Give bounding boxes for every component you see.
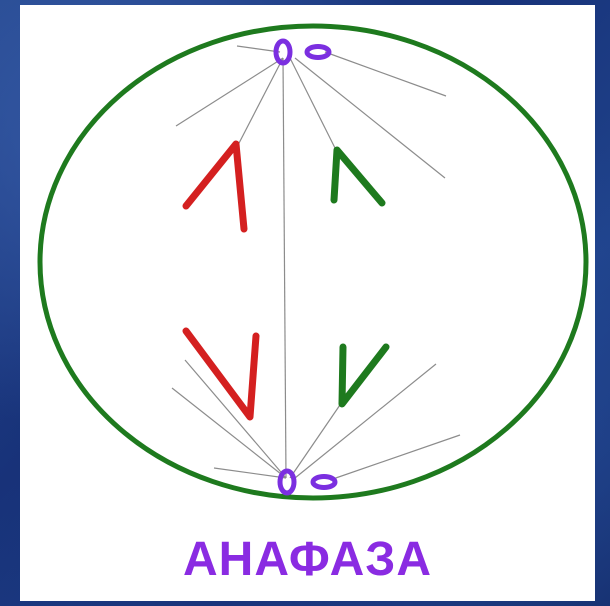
spindle-fiber <box>237 58 283 147</box>
red-chromosome-top <box>186 144 244 229</box>
spindle-fiber <box>295 58 445 178</box>
centriole <box>313 477 335 488</box>
cell-membrane <box>40 26 586 498</box>
spindle-fiber <box>172 388 286 478</box>
bottom-spindle-fibers <box>172 360 460 480</box>
spindle-fiber <box>185 360 286 478</box>
spindle-fiber <box>290 402 342 478</box>
top-centriole-pair <box>276 41 329 63</box>
spindle-fiber <box>325 52 446 96</box>
green-chromosome-bottom <box>342 347 386 404</box>
diagram-title: АНАФАЗА <box>20 530 595 590</box>
bottom-centriole-pair <box>280 471 335 493</box>
centriole <box>280 471 294 493</box>
central-spindle-fiber <box>283 58 286 478</box>
top-spindle-fibers <box>176 46 446 178</box>
spindle-fiber <box>295 364 436 478</box>
green-chromosome-top <box>334 150 382 203</box>
spindle-fiber <box>176 58 283 126</box>
